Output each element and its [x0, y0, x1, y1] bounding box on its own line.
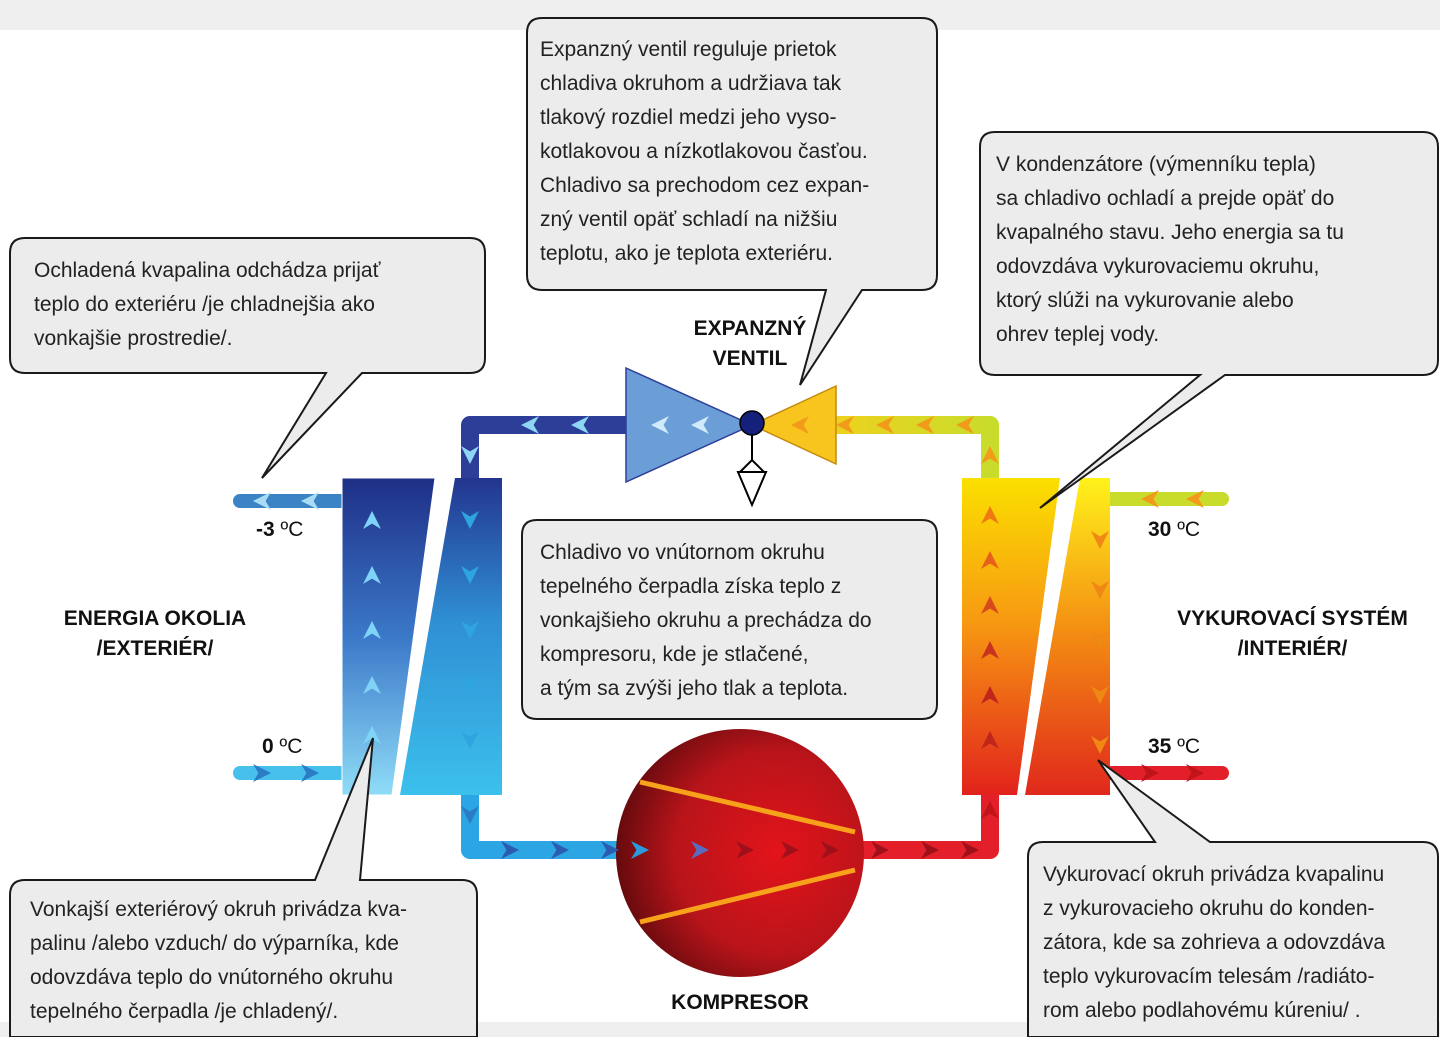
- flow-arrow: [363, 566, 381, 584]
- flow-arrow: [981, 686, 999, 704]
- flow-arrow: [1091, 631, 1109, 649]
- valve-ball: [739, 410, 765, 436]
- flow-arrow: [1141, 764, 1159, 782]
- flow-arrow: [981, 446, 999, 464]
- flow-arrow: [363, 511, 381, 529]
- flow-arrow: [916, 416, 934, 434]
- flow-arrow: [1091, 581, 1109, 599]
- flow-arrow: [876, 416, 894, 434]
- callout-expansion-valve-bubble: [526, 17, 938, 386]
- flow-arrow: [1186, 764, 1204, 782]
- expansion-valve-label: EXPANZNÝ VENTIL: [693, 317, 807, 370]
- flow-arrow: [301, 764, 319, 782]
- flow-arrow: [1141, 490, 1159, 508]
- flow-arrow: [551, 841, 569, 859]
- flow-arrow: [921, 841, 939, 859]
- callout-condenser-bubble: [979, 131, 1439, 509]
- valve-left-cone: [625, 366, 754, 484]
- flow-arrow: [363, 726, 381, 744]
- flow-arrow: [821, 841, 839, 859]
- flow-arrow: [1091, 531, 1109, 549]
- flow-arrow: [691, 841, 709, 859]
- flow-arrow: [956, 416, 974, 434]
- environment-label: ENERGIA OKOLIA /EXTERIÉR/: [63, 607, 247, 660]
- flow-arrow: [363, 676, 381, 694]
- callout-expansion-valve-text: Expanzný ventil reguluje prietok chladiv…: [540, 38, 870, 265]
- compressor-line-bottom: [639, 867, 856, 925]
- callout-refrigerant-bubble: [521, 519, 938, 720]
- flow-arrow: [981, 641, 999, 659]
- flow-arrow: [981, 596, 999, 614]
- callout-cooled-liquid-bubble: [9, 237, 486, 479]
- flow-arrow: [461, 446, 479, 464]
- flow-arrow: [301, 492, 319, 510]
- flow-arrow: [981, 731, 999, 749]
- flow-arrow: [781, 841, 799, 859]
- flow-arrow: [1091, 686, 1109, 704]
- pipe-bottom-left: [461, 780, 640, 859]
- callout-outer-circuit-text: Vonkajší exteriérový okruh privádza kva-…: [30, 898, 408, 1023]
- callout-outer-circuit-bubble: [9, 737, 478, 1037]
- flow-arrow: [631, 841, 649, 859]
- flow-arrow: [363, 621, 381, 639]
- flow-arrow: [253, 764, 271, 782]
- temp-heating-out: 35 ºC: [1148, 735, 1201, 758]
- valve-handle: [736, 471, 768, 508]
- flow-arrow: [461, 621, 479, 639]
- pipe-top-right: [790, 416, 999, 480]
- callout-condenser-text: V kondenzátore (výmenníku tepla) sa chla…: [996, 153, 1344, 346]
- evaporator-right-plate: [400, 478, 502, 795]
- flow-arrow: [461, 566, 479, 584]
- flow-arrow: [461, 806, 479, 824]
- flow-arrow: [981, 551, 999, 569]
- flow-arrow: [691, 416, 709, 434]
- pipe-top-left: [461, 416, 640, 480]
- flow-arrow: [571, 416, 589, 434]
- valve-handle-top: [737, 458, 767, 473]
- flow-arrow: [961, 841, 979, 859]
- temp-heating-in: 30 ºC: [1148, 518, 1201, 541]
- flow-arrow: [981, 801, 999, 819]
- flow-arrow: [461, 511, 479, 529]
- flow-arrow: [501, 841, 519, 859]
- evaporator-left-plate: [341, 477, 436, 796]
- compressor-line-top: [639, 779, 856, 835]
- flow-arrow: [736, 841, 754, 859]
- flow-arrow: [651, 416, 669, 434]
- heating-system-label: VYKUROVACÍ SYSTÉM /INTERIÉR/: [1177, 607, 1408, 660]
- flow-arrow: [461, 676, 479, 694]
- callout-cooled-liquid-text: Ochladená kvapalina odchádza prijať tepl…: [34, 259, 381, 350]
- flow-arrow: [601, 841, 619, 859]
- flow-arrows: [253, 416, 1204, 859]
- flow-arrow: [461, 731, 479, 749]
- callout-heating-circuit-text: Vykurovací okruh privádza kvapalinu z vy…: [1043, 863, 1386, 1022]
- flow-arrow: [1091, 736, 1109, 754]
- condenser-right-plate: [1025, 478, 1110, 795]
- flow-arrow: [1186, 490, 1204, 508]
- flow-arrow: [521, 416, 539, 434]
- callout-refrigerant-text: Chladivo vo vnútornom okruhu tepelného č…: [540, 541, 872, 700]
- flow-arrow: [871, 841, 889, 859]
- flow-arrow: [253, 492, 271, 510]
- flow-arrow: [791, 416, 809, 434]
- flow-arrow: [836, 416, 854, 434]
- flow-arrow: [981, 506, 999, 524]
- callout-heating-circuit-bubble: [1027, 759, 1439, 1037]
- compressor-label: KOMPRESOR: [671, 991, 809, 1014]
- temp-outdoor-out: -3 ºC: [256, 518, 304, 541]
- condenser-left-plate: [962, 478, 1060, 795]
- temp-outdoor-in: 0 ºC: [262, 735, 303, 758]
